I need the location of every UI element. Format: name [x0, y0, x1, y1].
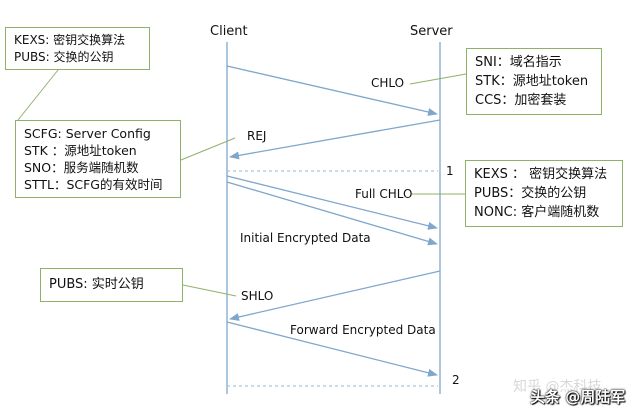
note-line: STTL：SCFG的有效时间 [24, 177, 163, 192]
note-line: PUBS：交换的公钥 [474, 186, 587, 201]
forward-data-label: Forward Encrypted Data [290, 323, 436, 337]
note-kexs-pubs: KEXS: 密钥交换算法 PUBS: 交换的公钥 [5, 27, 150, 70]
note-line: STK ：源地址token [24, 143, 137, 158]
marker-1: 1 [446, 164, 454, 178]
marker-2: 2 [452, 373, 460, 387]
note-line: NONC: 客户端随机数 [474, 205, 600, 220]
note-line: PUBS: 实时公钥 [49, 277, 144, 292]
shlo-label: SHLO [241, 289, 274, 303]
full-chlo-label: Full CHLO [355, 187, 413, 201]
note-line: KEXS ： 密钥交换算法 [474, 167, 608, 182]
note-line: SCFG: Server Config [24, 126, 151, 141]
note-full-chlo-params: KEXS ： 密钥交换算法 PUBS：交换的公钥 NONC: 客户端随机数 [465, 160, 623, 227]
connector-pubs [182, 284, 237, 297]
note-line: PUBS: 交换的公钥 [14, 49, 114, 64]
note-line: SNO：服务端随机数 [24, 160, 139, 175]
rej-arrow [229, 119, 441, 160]
note-line: CCS：加密套装 [475, 93, 567, 108]
watermark-faint: 知乎 @杰科技 [513, 379, 602, 395]
client-header: Client [210, 24, 248, 39]
note-line: STK：源地址token [475, 74, 589, 89]
connector-scfg [180, 137, 236, 161]
server-header: Server [410, 24, 453, 39]
initial-data-label: Initial Encrypted Data [240, 231, 371, 245]
shlo-arrow [229, 270, 441, 321]
chlo-arrow [226, 65, 438, 116]
forward-data-arrow [226, 321, 438, 377]
note-sni: SNI：域名指示 STK：源地址token CCS：加密套装 [466, 48, 602, 115]
connector-kexs [17, 69, 59, 121]
note-scfg: SCFG: Server Config STK ：源地址token SNO：服务… [15, 120, 181, 198]
note-line: KEXS: 密钥交换算法 [14, 33, 126, 47]
watermark-main: 头条 @周陆军 [530, 388, 626, 406]
full-chlo-arrow [226, 175, 438, 230]
rej-label: REJ [247, 129, 267, 143]
chlo-label: CHLO [371, 76, 405, 90]
note-line: SNI：域名指示 [475, 55, 562, 70]
note-pubs-realtime: PUBS: 实时公钥 [40, 268, 183, 302]
connector-sni [409, 73, 467, 85]
initial-data-arrow [226, 181, 438, 246]
